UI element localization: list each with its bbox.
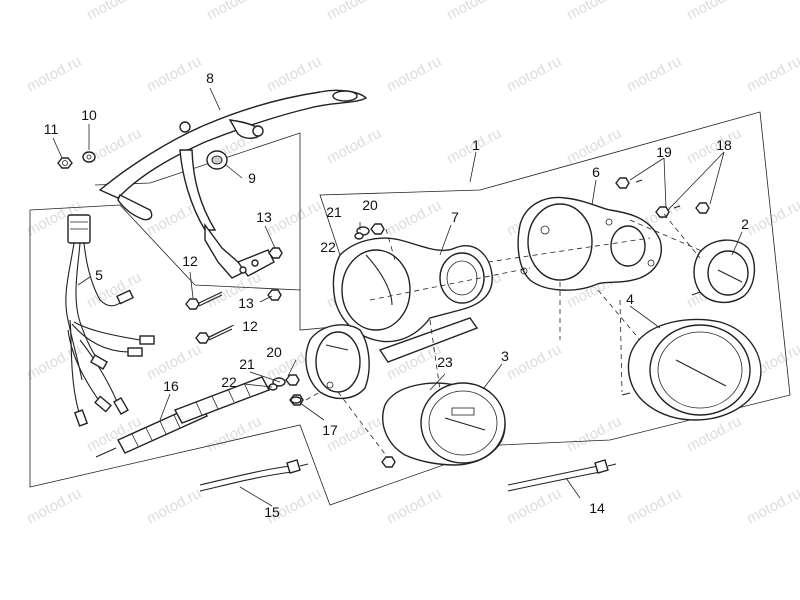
watermark-text: motod.ru — [684, 0, 744, 24]
watermark-text: motod.ru — [384, 197, 444, 240]
part-grommet-9 — [206, 150, 228, 170]
watermark-text: motod.ru — [144, 485, 204, 528]
callout-13-upper: 13 — [256, 209, 272, 225]
callout-9: 9 — [248, 170, 256, 186]
watermark-text: motod.ru — [744, 485, 800, 528]
callout-21-upper: 21 — [326, 204, 342, 220]
callout-7: 7 — [451, 209, 459, 225]
watermark-text: motod.ru — [24, 53, 84, 96]
callout-20-upper: 20 — [362, 197, 378, 213]
part-upper-bezel-6 — [517, 196, 662, 291]
watermark-text: motod.ru — [324, 0, 384, 24]
watermark-text: motod.ru — [624, 53, 684, 96]
part-nut-11 — [57, 157, 73, 169]
watermark-text: motod.ru — [204, 0, 264, 24]
watermark-text: motod.ru — [264, 197, 324, 240]
callout-10: 10 — [81, 107, 97, 123]
part-speedometer-3 — [381, 382, 506, 468]
fastener-set-upper — [354, 223, 385, 240]
callout-labels: 1 2 3 4 5 6 7 8 9 10 11 12 12 13 13 14 1… — [44, 70, 749, 520]
part-nut-13-lower — [267, 289, 282, 301]
part-nut-13-upper — [268, 247, 283, 259]
watermark-text: motod.ru — [564, 413, 624, 456]
callout-23: 23 — [437, 354, 453, 370]
part-cable-14 — [507, 459, 617, 492]
watermark-text: motod.ru — [444, 0, 504, 24]
callout-16: 16 — [163, 378, 179, 394]
callout-11: 11 — [44, 121, 59, 137]
watermark-text: motod.ru — [384, 485, 444, 528]
callout-14: 14 — [589, 500, 605, 516]
part-meter-cup-17 — [289, 324, 370, 406]
callout-4: 4 — [626, 291, 634, 307]
callout-19: 19 — [656, 144, 672, 160]
watermark-text: motod.ru — [204, 413, 264, 456]
watermark-text: motod.ru — [384, 53, 444, 96]
watermark-text: motod.ru — [144, 53, 204, 96]
part-large-gauge-4 — [621, 318, 762, 421]
part-washer-10 — [82, 151, 96, 163]
watermark-text: motod.ru — [24, 341, 84, 384]
callout-5: 5 — [95, 267, 103, 283]
callout-17: 17 — [322, 422, 338, 438]
watermark-text: motod.ru — [744, 53, 800, 96]
part-small-gauge-2 — [691, 239, 755, 303]
part-bracket-8 — [98, 89, 368, 279]
part-cable-15 — [199, 459, 309, 492]
watermark-text: motod.ru — [684, 125, 744, 168]
watermark-text: motod.ru — [504, 485, 564, 528]
watermark-text: motod.ru — [744, 197, 800, 240]
assembly-boundary — [29, 111, 791, 506]
callout-1: 1 — [472, 137, 480, 153]
callout-6: 6 — [592, 164, 600, 180]
callout-22-lower: 22 — [221, 374, 237, 390]
callout-15: 15 — [264, 504, 280, 520]
callout-3: 3 — [501, 348, 509, 364]
part-indicator-housing-16 — [95, 376, 270, 458]
watermark-text: motod.ru — [624, 485, 684, 528]
callout-12-lower: 12 — [242, 318, 258, 334]
assembly-guide-lines — [305, 213, 705, 459]
leader-lines — [52, 87, 743, 507]
part-bolt-12-upper — [185, 291, 223, 310]
callout-8: 8 — [206, 70, 214, 86]
callout-12-upper: 12 — [182, 253, 198, 269]
callout-13-lower: 13 — [238, 295, 254, 311]
callout-21-lower: 21 — [239, 356, 255, 372]
watermark-text: motod.ru — [504, 341, 564, 384]
watermark-text: motod.ru — [324, 125, 384, 168]
watermark-text: motod.ru — [84, 0, 144, 24]
watermark-text: motod.ru — [564, 125, 624, 168]
watermark-text: motod.ru — [564, 0, 624, 24]
part-fasteners-18-19 — [615, 177, 710, 218]
watermark-text: motod.ru — [264, 53, 324, 96]
callout-18: 18 — [716, 137, 732, 153]
watermark-text: motod.ru — [504, 53, 564, 96]
part-lower-housing-7 — [332, 237, 493, 363]
callout-20-lower: 20 — [266, 344, 282, 360]
callout-22-upper: 22 — [320, 239, 336, 255]
part-wiring-harness-5 — [65, 214, 155, 427]
callout-2: 2 — [741, 216, 749, 232]
watermark-text: motod.ru — [24, 485, 84, 528]
